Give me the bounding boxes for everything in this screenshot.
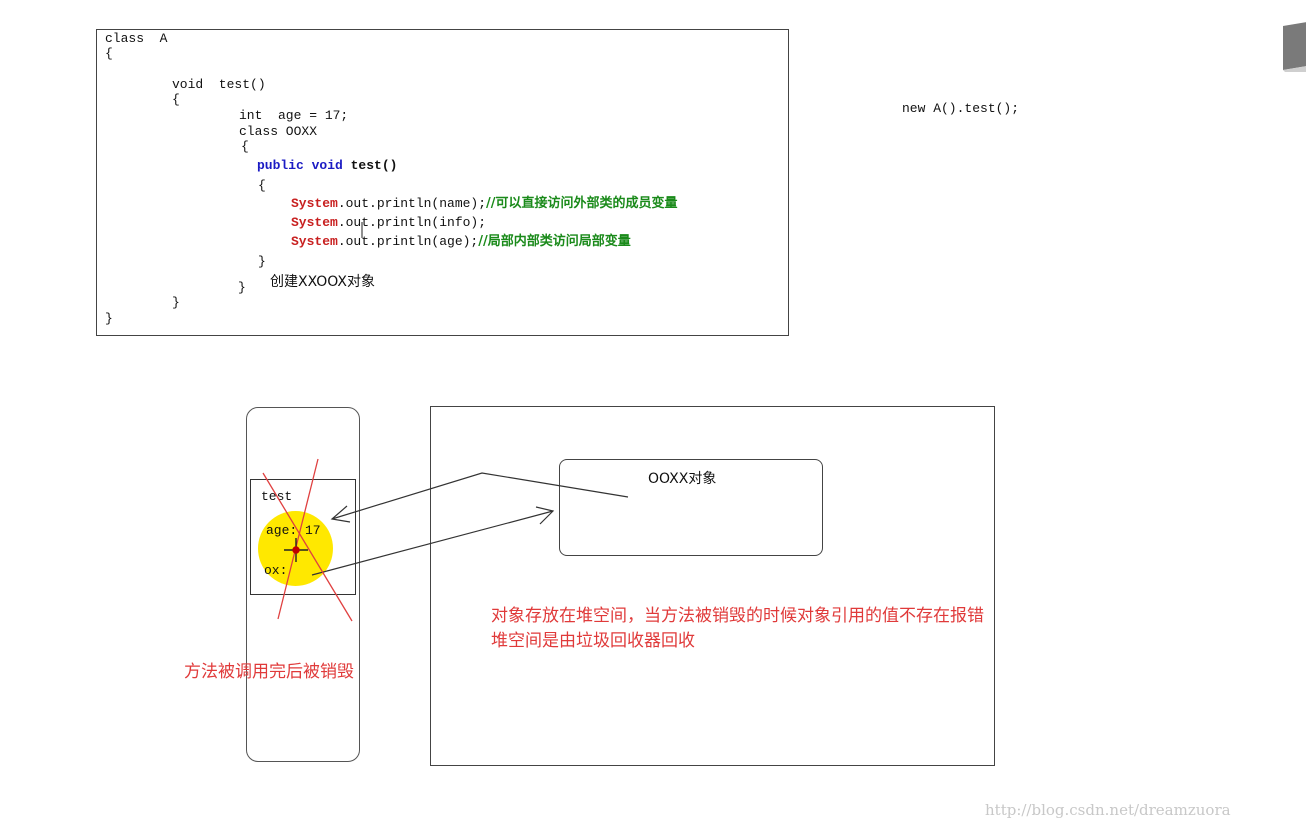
book-icon	[1283, 22, 1306, 72]
heap-note-line1: 对象存放在堆空间，当方法被销毁的时候对象引用的值不存在报错	[491, 606, 984, 626]
code-text: .out.println(info);	[337, 215, 487, 230]
code-text: .out.println(age);	[337, 234, 479, 249]
code-comment: //局部内部类访问局部变量	[478, 234, 631, 249]
code-line-println-name: System.out.println(name);//可以直接访问外部类的成员变…	[291, 197, 678, 211]
stack-memory	[246, 407, 360, 762]
watermark: http://blog.csdn.net/dreamzuora	[985, 801, 1231, 819]
code-text: .out.println(name);	[337, 196, 487, 211]
code-keyword: public void	[257, 158, 343, 173]
code-text: test()	[342, 158, 398, 173]
code-annotation-create: 创建XXOOX对象	[270, 274, 376, 290]
code-line-println-info: System.out.println(info);	[291, 216, 486, 230]
heap-memory	[430, 406, 995, 766]
code-comment: //可以直接访问外部类的成员变量	[486, 196, 678, 211]
code-line-brace: }	[258, 254, 266, 269]
frame-name: test	[261, 489, 293, 504]
code-line-class-ooxx: class OOXX	[239, 124, 318, 139]
code-system: System	[291, 234, 338, 249]
code-line-brace: {	[258, 178, 266, 193]
code-line-println-age: System.out.println(age);//局部内部类访问局部变量	[291, 235, 631, 249]
heap-object-label: OOXX对象	[648, 471, 717, 487]
code-line-brace: }	[105, 311, 113, 326]
side-note-call: new A().test();	[902, 101, 1020, 116]
code-box	[96, 29, 789, 336]
code-line-public-void-test: public void test()	[257, 159, 397, 173]
frame-ox: ox:	[264, 563, 288, 578]
code-line-brace: {	[172, 92, 180, 107]
code-line-brace: }	[238, 280, 246, 295]
stack-note: 方法被调用完后被销毁	[184, 662, 354, 682]
heap-note-line2: 堆空间是由垃圾回收器回收	[491, 631, 695, 651]
frame-age: age: 17	[266, 523, 321, 538]
code-line-brace: }	[172, 295, 180, 310]
code-line-int-age: int age = 17;	[239, 108, 349, 123]
code-line-brace: {	[105, 46, 113, 61]
code-line-brace: {	[241, 139, 249, 154]
code-system: System	[291, 215, 338, 230]
code-line-void-test: void test()	[172, 77, 266, 92]
code-line-class-a: class A	[105, 31, 168, 46]
code-system: System	[291, 196, 338, 211]
